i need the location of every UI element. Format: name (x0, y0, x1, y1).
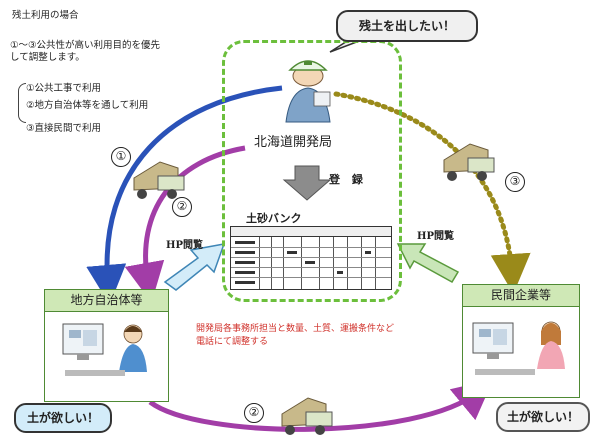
bureau-label: 北海道開発局 (254, 135, 333, 150)
notes-policy-line2: して調整します。 (10, 52, 85, 63)
private-company-label: 民間企業等 (463, 285, 579, 307)
hp-right-arrow (396, 243, 460, 284)
dump-truck-icon (281, 397, 333, 435)
speech-want-to-dispose: 残土を出したい！ (336, 10, 478, 42)
speech-want-soil-local: 土が欲しい！ (14, 403, 112, 433)
route-2-bottom-arrow (148, 379, 494, 432)
office-worker-illustration (62, 323, 147, 376)
route-1-arrow (86, 85, 283, 305)
notes-policy-line1: ①～③公共性が高い利用目的を優先 (10, 40, 161, 51)
hp-browse-label-right: HP閲覧 (417, 231, 454, 242)
soil-bank-title: 土砂バンク (246, 212, 302, 225)
dump-truck-icon (443, 143, 495, 181)
route-number-1: ① (111, 147, 131, 167)
local-govt-box: 地方自治体等 (44, 289, 169, 402)
worker-figure (285, 60, 331, 123)
hp-browse-label-left: HP閲覧 (166, 240, 203, 251)
route-2-arrow (124, 145, 246, 303)
local-govt-label: 地方自治体等 (45, 290, 168, 312)
route-number-3: ③ (505, 172, 525, 192)
route-3-arrow (333, 91, 531, 294)
soil-bank-table (230, 226, 392, 290)
soil-bank-table-header (231, 227, 391, 237)
option-direct-private: ③直接民間で利用 (26, 123, 102, 134)
option-via-local-govt: ②地方自治体等を通して利用 (26, 100, 149, 111)
option-public-works: ①公共工事で利用 (26, 83, 102, 94)
route-number-2: ② (172, 197, 192, 217)
register-label: 登 録 (329, 173, 367, 186)
coordination-note: 開発局各事務所担当と数量、土質、運搬条件など 電話にて調整する (196, 324, 395, 348)
hp-left-arrow (163, 243, 226, 291)
register-arrow (282, 165, 332, 201)
development-bureau-frame (222, 40, 402, 302)
route-number-2-bottom: ② (244, 403, 264, 423)
office-worker-illustration (472, 321, 565, 375)
options-bracket (18, 83, 26, 123)
notes-title: 残土利用の場合 (12, 10, 79, 21)
speech-want-soil-company: 土が欲しい！ (496, 402, 590, 432)
private-company-box: 民間企業等 (462, 284, 580, 398)
dump-truck-icon (133, 161, 185, 199)
